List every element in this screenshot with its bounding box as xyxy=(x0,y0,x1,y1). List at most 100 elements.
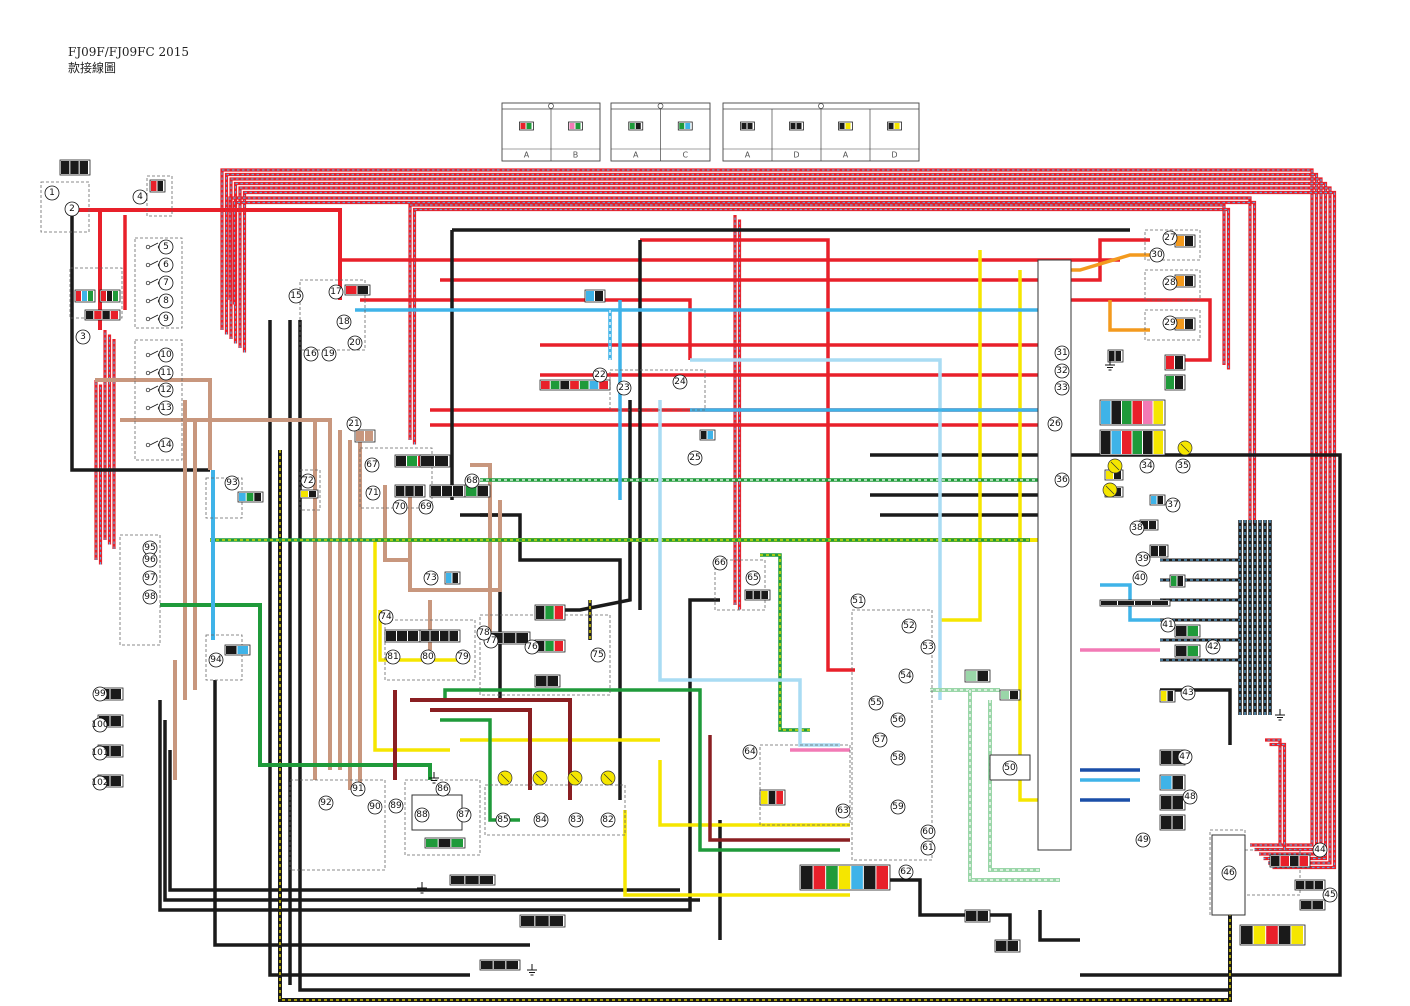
connector-pin xyxy=(1151,546,1158,556)
label-circle xyxy=(1322,887,1338,903)
connector-pin xyxy=(1153,401,1163,424)
connector-pin xyxy=(1299,856,1308,866)
component-number: 9 xyxy=(163,314,169,324)
component-number: 42 xyxy=(1207,642,1218,652)
handlebar-switch-left-lower xyxy=(134,339,183,461)
label-circle xyxy=(388,798,404,814)
handlebar-switch-left-upper xyxy=(134,237,183,329)
component-number: 61 xyxy=(922,843,933,853)
wire xyxy=(470,463,492,635)
component-number: 69 xyxy=(420,502,432,512)
wire xyxy=(1108,300,1150,332)
connector-pin xyxy=(1007,941,1018,951)
component-number: 40 xyxy=(1134,573,1146,583)
component-label-73: 73 xyxy=(423,570,439,586)
label-circle xyxy=(1175,458,1191,474)
label-circle xyxy=(590,647,606,663)
connector-76b xyxy=(534,674,561,688)
lamp-icon xyxy=(1107,458,1123,474)
label-circle xyxy=(158,437,174,453)
ground-icon xyxy=(527,964,537,976)
label-circle xyxy=(687,450,703,466)
connector-pin xyxy=(536,606,545,619)
label-circle xyxy=(890,712,906,728)
connector-pin xyxy=(451,839,463,847)
component-number: 23 xyxy=(618,383,629,393)
lamp-cross xyxy=(500,773,510,783)
lamp-icon xyxy=(600,770,616,786)
label-circle xyxy=(1182,789,1198,805)
connector-pin xyxy=(1172,776,1183,789)
connector-pin xyxy=(1118,601,1134,605)
connector-pin xyxy=(1101,601,1117,605)
connector-64a xyxy=(759,789,786,806)
component-number: 76 xyxy=(526,642,538,652)
connector-box-80-81 xyxy=(384,619,476,681)
connector-pin xyxy=(1266,926,1278,944)
connector-pin xyxy=(977,911,988,921)
connector-3c xyxy=(84,309,121,321)
label-circle xyxy=(890,799,906,815)
connector-pin xyxy=(1135,601,1151,605)
component-label-15: 15 xyxy=(288,288,304,304)
component-label-60: 60 xyxy=(920,824,936,840)
connector-pin xyxy=(110,746,121,756)
label-circle xyxy=(132,189,148,205)
component-number: 59 xyxy=(892,802,904,812)
connector-pin xyxy=(845,123,851,129)
connector-pin xyxy=(570,381,579,389)
label-circle xyxy=(142,570,158,586)
component-number: 85 xyxy=(497,815,508,825)
connector-pin xyxy=(526,123,532,129)
ground-icon xyxy=(1105,359,1115,371)
component-label-78: 78 xyxy=(476,625,492,641)
component-number: 30 xyxy=(1151,250,1163,260)
connector-pin xyxy=(493,961,506,969)
connector-pin xyxy=(520,123,526,129)
connector-pin xyxy=(554,606,563,619)
component-number: 39 xyxy=(1137,554,1149,564)
connector-pin xyxy=(1001,691,1009,699)
component-label-97: 97 xyxy=(142,570,158,586)
label-circle xyxy=(1221,865,1237,881)
connector-pin xyxy=(414,486,423,496)
wire xyxy=(410,698,572,800)
label-circle xyxy=(1162,230,1178,246)
component-label-35: 35 xyxy=(1175,458,1191,474)
component-label-93: 93 xyxy=(224,475,240,491)
connector-pin xyxy=(966,911,977,921)
connector-pin xyxy=(701,431,707,439)
contact-a xyxy=(145,316,151,322)
contact-a xyxy=(145,405,151,411)
component-label-51: 51 xyxy=(850,593,866,609)
connector-37 xyxy=(1149,494,1166,506)
label-circle xyxy=(712,555,728,571)
component-label-14: 14 xyxy=(158,437,174,453)
component-label-9: 9 xyxy=(158,311,174,327)
component-label-79: 79 xyxy=(455,649,471,665)
component-number: 26 xyxy=(1049,419,1061,429)
component-label-80: 80 xyxy=(420,649,436,665)
connector-pin xyxy=(536,641,545,651)
connector-30a xyxy=(1164,354,1186,371)
connector-pin xyxy=(503,633,516,643)
connector-pin xyxy=(451,876,465,884)
label-circle xyxy=(158,365,174,381)
label-circle xyxy=(92,745,108,761)
component-number: 10 xyxy=(160,350,172,360)
component-label-19: 19 xyxy=(321,346,337,362)
component-number: 2 xyxy=(69,204,75,214)
connector-pin xyxy=(554,641,563,651)
component-label-62: 62 xyxy=(898,864,914,880)
connector-70 xyxy=(394,484,426,498)
component-number: 97 xyxy=(144,573,155,583)
connector-pin xyxy=(431,486,441,496)
connector-21f xyxy=(1239,924,1306,946)
label-circle xyxy=(303,346,319,362)
label-circle xyxy=(336,314,352,330)
wire xyxy=(168,750,680,892)
wire xyxy=(1060,253,1150,272)
label-circle xyxy=(835,803,851,819)
legend-connector-glyph xyxy=(677,121,693,131)
wire xyxy=(658,400,840,747)
